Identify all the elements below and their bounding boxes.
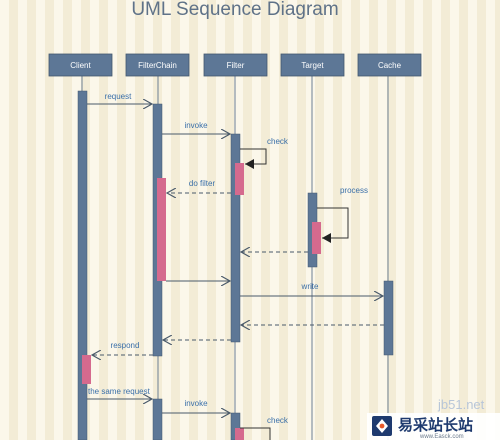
participant-box xyxy=(203,53,268,77)
message-label-request: request xyxy=(105,92,132,101)
message-arrow-process xyxy=(317,207,349,243)
activation-cache xyxy=(383,280,394,356)
message-label-same-request: the same request xyxy=(88,387,151,396)
activation-client-respond xyxy=(82,355,91,384)
watermark-faint-text: jb51.net xyxy=(437,397,485,412)
participant-box xyxy=(357,53,422,77)
activation-filter xyxy=(230,133,241,343)
participant-filter: Filter xyxy=(203,53,268,77)
message-label-check: check xyxy=(267,137,289,146)
watermark-url: www.Easck.com xyxy=(419,434,464,440)
activation-filterchain-2 xyxy=(152,398,163,440)
participant-label: FilterChain xyxy=(138,61,177,70)
activation-filterchain-dofilter xyxy=(157,178,166,281)
watermark: jb51.net 易采站长站 www.Easck.com xyxy=(367,397,500,440)
participant-label: Cache xyxy=(378,61,402,70)
participant-filterchain: FilterChain xyxy=(125,53,190,77)
diagram-title: UML Sequence Diagram xyxy=(131,0,338,20)
participant-box xyxy=(48,53,113,77)
participant-label: Target xyxy=(301,61,324,70)
message-label-write: write xyxy=(301,282,319,291)
message-label-invoke-2: invoke xyxy=(184,399,208,408)
activations xyxy=(77,90,394,440)
participant-cache: Cache xyxy=(357,53,422,77)
participants: Client FilterChain Filter Target Cache xyxy=(48,53,422,77)
message-arrow-check-2 xyxy=(240,427,271,440)
message-arrow-check xyxy=(240,148,267,169)
activation-filter-check xyxy=(235,163,244,195)
message-label-respond: respond xyxy=(111,341,140,350)
participant-label: Client xyxy=(70,61,91,70)
participant-label: Filter xyxy=(227,61,245,70)
participant-client: Client xyxy=(48,53,113,77)
activation-filter-check-2 xyxy=(235,428,244,440)
watermark-logo-icon xyxy=(372,416,392,436)
activation-target-process xyxy=(312,222,321,254)
message-label-do-filter: do filter xyxy=(189,179,216,188)
activation-filter-2 xyxy=(230,412,241,440)
message-label-check-2: check xyxy=(267,416,289,425)
watermark-brand: 易采站长站 xyxy=(398,416,473,434)
message-label-process: process xyxy=(340,186,368,195)
participant-box xyxy=(125,53,190,77)
messages: request invoke check do filter process w… xyxy=(87,92,384,440)
message-label-invoke: invoke xyxy=(184,121,208,130)
activation-client xyxy=(77,90,88,440)
participant-target: Target xyxy=(280,53,345,77)
participant-box xyxy=(280,53,345,77)
